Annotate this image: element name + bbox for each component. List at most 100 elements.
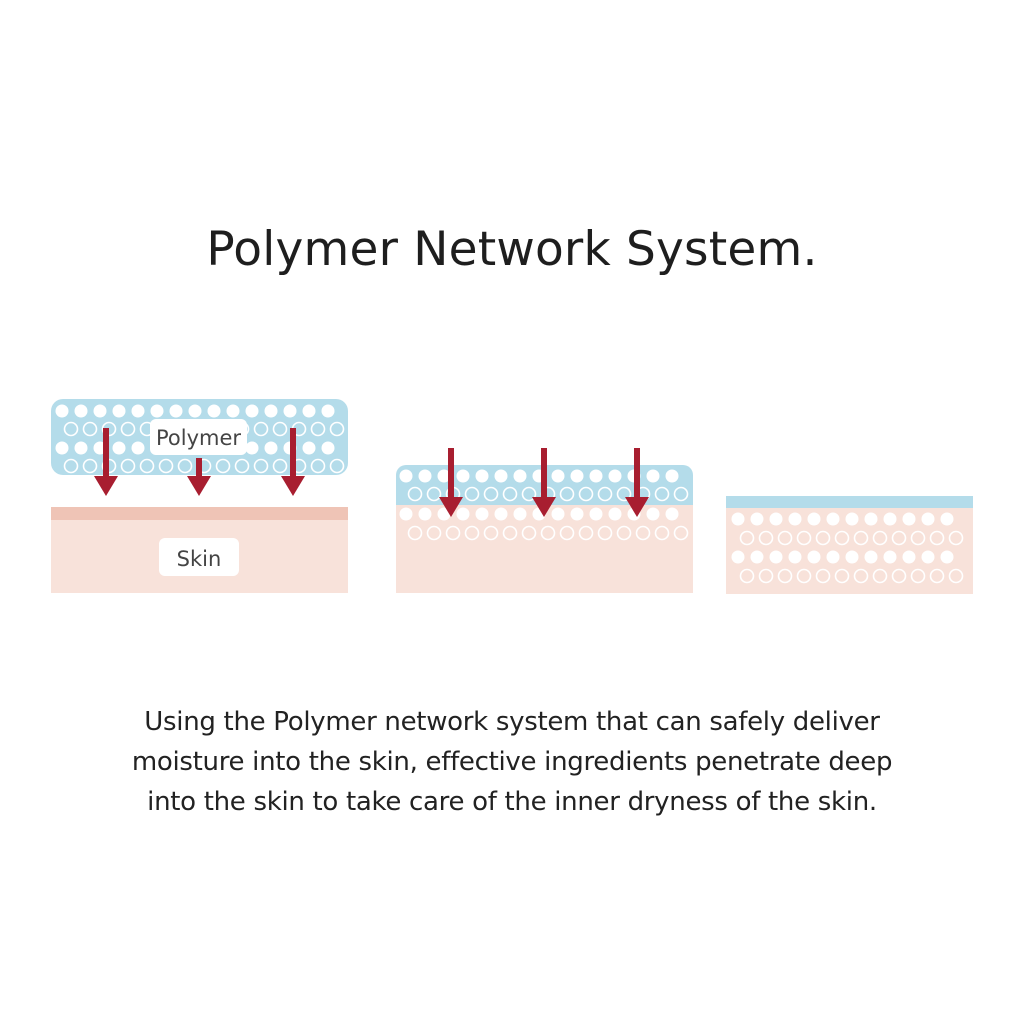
arrow-down-icon <box>187 476 211 496</box>
absorbed-dot <box>739 530 755 546</box>
absorbed-dot <box>815 568 831 584</box>
polymer-dot <box>253 421 269 437</box>
polymer-dot <box>445 525 461 541</box>
absorbed-dot <box>940 512 954 526</box>
polymer-dot <box>464 525 480 541</box>
polymer-dot <box>654 486 670 502</box>
polymer-film-3 <box>726 496 973 508</box>
absorbed-dot <box>815 530 831 546</box>
polymer-dot <box>665 469 679 483</box>
absorbed-dot <box>731 550 745 564</box>
absorbed-dot <box>921 512 935 526</box>
polymer-dot <box>207 404 221 418</box>
polymer-dot <box>112 441 126 455</box>
polymer-dot <box>188 404 202 418</box>
polymer-dot <box>616 525 632 541</box>
arrow-shaft <box>541 448 547 499</box>
absorbed-dots-3 <box>731 512 964 584</box>
polymer-dot <box>253 458 269 474</box>
stage-3-absorbed <box>726 496 973 594</box>
polymer-dot <box>399 469 413 483</box>
polymer-dot <box>399 507 413 521</box>
polymer-dot <box>483 486 499 502</box>
skin-surface-line-1 <box>51 507 348 520</box>
polymer-dot <box>589 507 603 521</box>
absorbed-dot <box>777 568 793 584</box>
absorbed-dot <box>769 512 783 526</box>
polymer-dot <box>329 421 345 437</box>
absorbed-dot <box>853 530 869 546</box>
absorbed-dot <box>864 512 878 526</box>
absorbed-dot <box>853 568 869 584</box>
absorbed-dot <box>777 530 793 546</box>
skin-label-text: Skin <box>177 547 222 571</box>
arrow-shaft <box>290 428 296 478</box>
absorbed-dot <box>796 530 812 546</box>
polymer-dot <box>177 458 193 474</box>
polymer-dot <box>559 486 575 502</box>
polymer-dot <box>74 404 88 418</box>
polymer-dot <box>464 486 480 502</box>
polymer-dot <box>226 404 240 418</box>
polymer-dot <box>521 486 537 502</box>
polymer-dot <box>673 525 689 541</box>
polymer-dot <box>264 404 278 418</box>
polymer-dot <box>570 507 584 521</box>
arrow-shaft <box>103 428 109 478</box>
absorbed-dot <box>902 512 916 526</box>
absorbed-dot <box>883 512 897 526</box>
polymer-dot <box>120 458 136 474</box>
polymer-dot <box>521 525 537 541</box>
polymer-dot <box>502 486 518 502</box>
polymer-dot <box>589 469 603 483</box>
polymer-dot <box>329 458 345 474</box>
absorbed-dot <box>910 530 926 546</box>
polymer-dot <box>654 525 670 541</box>
polymer-dot <box>540 525 556 541</box>
polymer-dot <box>551 507 565 521</box>
absorbed-dot <box>796 568 812 584</box>
arrow-down-icon <box>532 497 556 517</box>
absorbed-dot <box>883 550 897 564</box>
absorbed-dot <box>750 550 764 564</box>
page-title: Polymer Network System. <box>206 222 818 277</box>
polymer-dot <box>570 469 584 483</box>
absorbed-dot <box>929 568 945 584</box>
polymer-dot <box>456 507 470 521</box>
arrows-2 <box>439 448 649 517</box>
absorbed-dot <box>826 550 840 564</box>
arrow-down-icon <box>439 497 463 517</box>
polymer-dot <box>215 458 231 474</box>
polymer-dot <box>245 404 259 418</box>
polymer-dot <box>418 469 432 483</box>
polymer-dot <box>418 507 432 521</box>
arrow-down-icon <box>625 497 649 517</box>
arrow-shaft <box>196 458 202 478</box>
polymer-dot <box>646 469 660 483</box>
polymer-dot <box>426 525 442 541</box>
polymer-dot <box>55 404 69 418</box>
polymer-dot <box>131 404 145 418</box>
absorbed-dot <box>834 530 850 546</box>
polymer-dot <box>302 404 316 418</box>
polymer-dot <box>407 525 423 541</box>
absorbed-dot <box>864 550 878 564</box>
absorbed-dot <box>826 512 840 526</box>
polymer-dot <box>578 486 594 502</box>
absorbed-dot <box>845 550 859 564</box>
polymer-dot <box>131 441 145 455</box>
arrow-shaft <box>634 448 640 499</box>
polymer-dot <box>264 441 278 455</box>
polymer-label-text: Polymer <box>156 426 241 450</box>
polymer-dots-1 <box>55 404 345 474</box>
polymer-dot <box>665 507 679 521</box>
absorbed-dot <box>921 550 935 564</box>
polymer-dots-2 <box>399 469 689 541</box>
polymer-dot <box>321 441 335 455</box>
absorbed-dot <box>902 550 916 564</box>
absorbed-dot <box>769 550 783 564</box>
polymer-dot <box>494 507 508 521</box>
polymer-dot <box>426 486 442 502</box>
polymer-dot <box>55 441 69 455</box>
polymer-dot <box>483 525 499 541</box>
